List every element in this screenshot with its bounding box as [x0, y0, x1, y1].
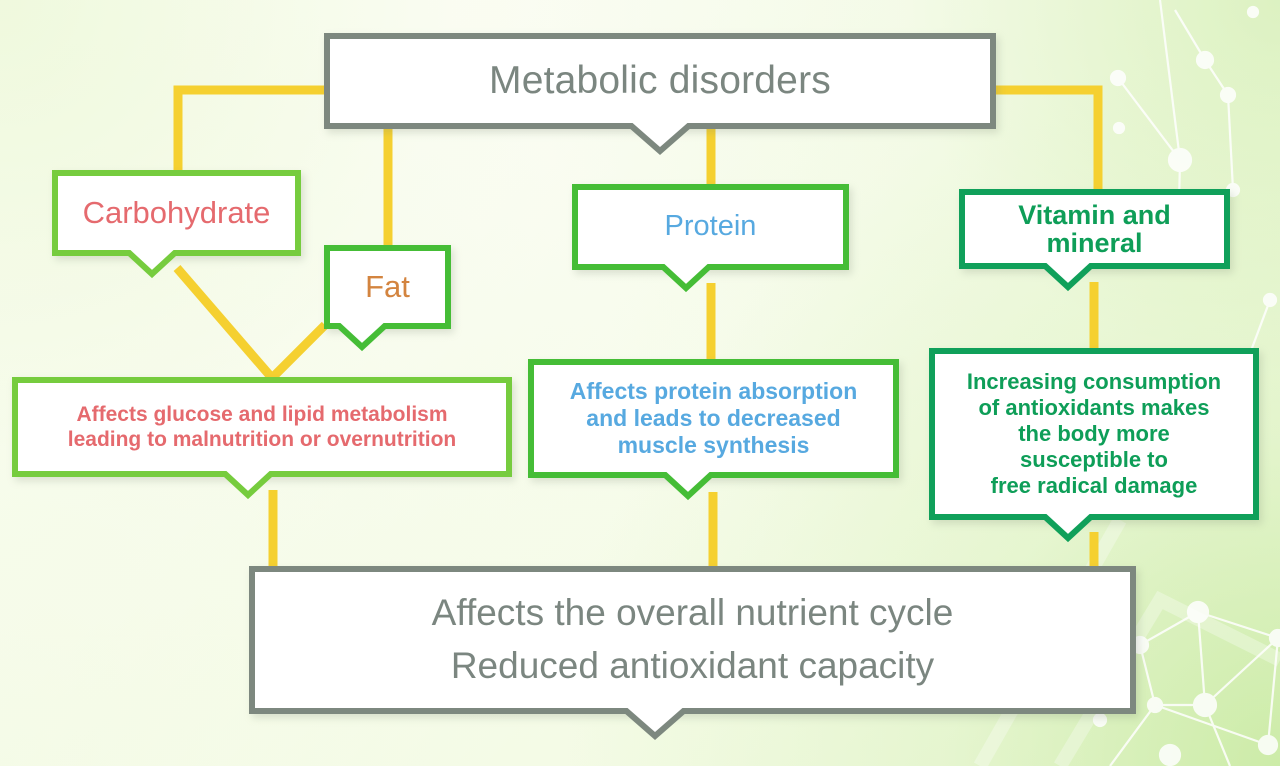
node-label: Carbohydrate — [82, 195, 271, 231]
node-label-line2: leading to malnutrition or overnutrition — [67, 428, 457, 451]
node-label-line2: Reduced antioxidant capacity — [450, 645, 935, 686]
node-label-line1: Affects the overall nutrient cycle — [431, 592, 954, 634]
node-label: Metabolic disorders — [489, 58, 831, 102]
node-label-line2: and leads to decreased — [586, 405, 841, 432]
node-label-line1: Vitamin and — [1018, 199, 1171, 230]
notch-vitamin-and-mineral — [1042, 263, 1094, 292]
notch-carbohydrate-effect — [222, 471, 274, 500]
node-fat[interactable]: Fat — [324, 245, 451, 329]
notch-carbohydrate — [126, 250, 178, 279]
node-label-line1: Affects protein absorption — [569, 378, 858, 405]
node-label-block: Increasing consumption of antioxidants m… — [935, 369, 1253, 499]
notch-protein-effect — [662, 472, 714, 501]
node-protein[interactable]: Protein — [572, 184, 849, 270]
node-carbohydrate-effect[interactable]: Affects glucose and lipid metabolism lea… — [12, 377, 512, 477]
node-protein-effect[interactable]: Affects protein absorption and leads to … — [528, 359, 899, 478]
node-label-line5: free radical damage — [990, 472, 1198, 498]
notch-overall-outcome — [623, 708, 687, 740]
notch-fat — [336, 323, 388, 352]
node-label: Fat — [365, 269, 410, 305]
node-carbohydrate[interactable]: Carbohydrate — [52, 170, 301, 256]
node-label-line3: the body more — [1018, 421, 1170, 447]
node-label-block: Vitamin and mineral — [965, 201, 1224, 257]
node-label-line4: susceptible to — [1020, 446, 1168, 472]
node-overall-outcome[interactable]: Affects the overall nutrient cycle Reduc… — [249, 566, 1136, 714]
node-metabolic-disorders[interactable]: Metabolic disorders — [324, 33, 996, 129]
node-label-line2: of antioxidants makes — [978, 395, 1210, 421]
node-vitamin-and-mineral[interactable]: Vitamin and mineral — [959, 189, 1230, 269]
notch-protein — [660, 264, 712, 293]
notch-metabolic-disorders — [628, 123, 692, 155]
node-label-line1: Increasing consumption — [966, 369, 1222, 395]
node-label-line2: mineral — [1046, 228, 1143, 258]
node-label-block: Affects glucose and lipid metabolism lea… — [18, 402, 506, 452]
node-label-line3: muscle synthesis — [617, 431, 810, 458]
node-label: Protein — [664, 210, 757, 243]
node-label-block: Affects protein absorption and leads to … — [534, 378, 893, 459]
node-label-line1: Affects glucose and lipid metabolism — [76, 402, 448, 426]
node-label-block: Affects the overall nutrient cycle Reduc… — [255, 587, 1130, 692]
notch-vitamin-mineral-effect — [1042, 514, 1094, 543]
node-vitamin-mineral-effect[interactable]: Increasing consumption of antioxidants m… — [929, 348, 1259, 520]
